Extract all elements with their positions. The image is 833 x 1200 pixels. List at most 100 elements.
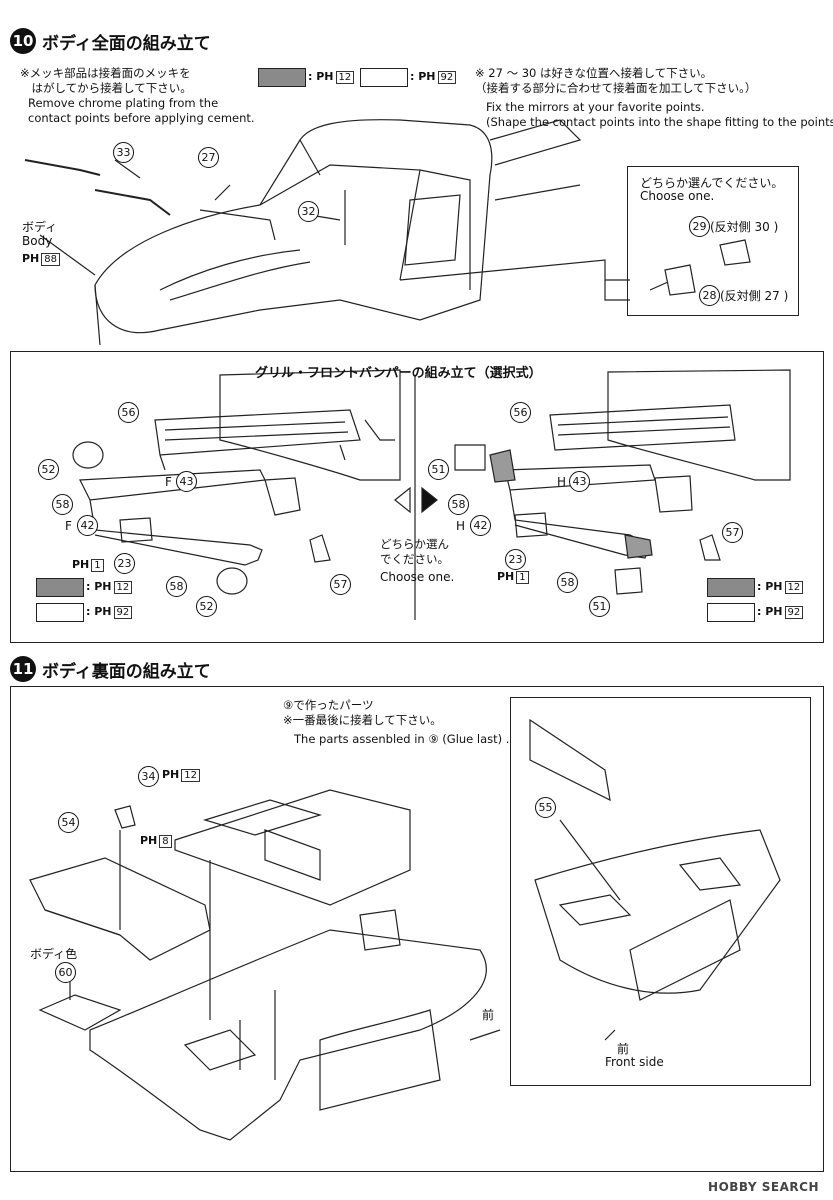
part-H-label-2: H: [456, 519, 466, 533]
part-51-a: 51: [428, 459, 449, 480]
part-51-b: 51: [589, 596, 610, 617]
front-side-label-en: Front side: [605, 1055, 664, 1069]
part-F-label-2: F: [65, 519, 72, 533]
color-code: 92: [784, 606, 804, 619]
white-color-swatch: [707, 603, 755, 622]
body-label-jp: ボディ: [22, 220, 58, 234]
front-side-label-jp: 前: [617, 1042, 630, 1056]
color-code: 12: [335, 71, 355, 84]
part-58-c: 58: [448, 494, 469, 515]
chrome-note-jp: ※メッキ部品は接着面のメッキを はがしてから接着して下さい。: [20, 66, 192, 95]
part-60: 60: [55, 962, 76, 983]
color-code: 92: [113, 606, 133, 619]
ph-prefix: PH: [140, 834, 158, 847]
part-27: 27: [198, 147, 219, 168]
color-code: 8: [159, 835, 172, 848]
gray-color-swatch: [258, 68, 306, 87]
step-number: 10: [10, 28, 36, 54]
step-number: 11: [10, 656, 36, 682]
step-11-header: 11 ボディ裏面の組み立て: [10, 656, 211, 682]
choose-jp: どちらか選んでください。: [640, 176, 784, 190]
color-code: 1: [516, 571, 529, 584]
ph-prefix: PH: [765, 605, 783, 618]
step-title: ボディ全面の組み立て: [42, 33, 211, 54]
white-color-swatch: [36, 603, 84, 622]
part-F-label: F: [165, 475, 172, 489]
color-code: 12: [784, 581, 804, 594]
mirror-a-label: (反対側 30 ): [710, 220, 779, 234]
step11-note-en: The parts assenbled in ⑨ (Glue last) .: [294, 732, 510, 746]
part-58-b: 58: [166, 576, 187, 597]
part-42-a: 42: [77, 515, 98, 536]
part-57-b: 57: [722, 522, 743, 543]
part-34: 34: [138, 766, 159, 787]
part-H-label: H: [557, 475, 567, 489]
part-42-b: 42: [470, 515, 491, 536]
part-43-b: 43: [569, 471, 590, 492]
choose2-en: Choose one.: [380, 570, 455, 584]
ph-prefix: PH: [316, 70, 334, 83]
mirror-choice-box: [627, 166, 799, 316]
part-55: 55: [535, 797, 556, 818]
ph-prefix: PH: [497, 570, 515, 583]
mirror-b-label: (反対側 27 ): [720, 289, 789, 303]
ph-prefix: PH: [22, 252, 40, 265]
step-title: ボディ裏面の組み立て: [42, 661, 211, 682]
color-code: 88: [41, 253, 61, 266]
part-23-a: 23: [114, 553, 135, 574]
mirror-note-en: Fix the mirrors at your favorite points.…: [486, 100, 833, 129]
part-57-a: 57: [330, 574, 351, 595]
step11-note-jp: ⑨で作ったパーツ ※一番最後に接着して下さい。: [283, 698, 442, 727]
gray-color-swatch: [707, 578, 755, 597]
ph-prefix: PH: [94, 605, 112, 618]
color-code: 92: [437, 71, 457, 84]
mirror-note-jp: ※ 27 ～ 30 は好きな位置へ接着して下さい。 （接着する部分に合わせて接着…: [475, 66, 757, 95]
step-10-header: 10 ボディ全面の組み立て: [10, 28, 211, 54]
part-28: 28: [699, 285, 720, 306]
front-inset-box: [510, 697, 811, 1086]
part-23-b: 23: [505, 549, 526, 570]
step-11-frame: [10, 686, 824, 1172]
choose-en: Choose one.: [640, 189, 715, 203]
part-54: 54: [58, 812, 79, 833]
part-32: 32: [298, 201, 319, 222]
part-52-a: 52: [38, 459, 59, 480]
watermark: HOBBY SEARCH: [708, 1180, 819, 1194]
body-label-en: Body: [22, 234, 53, 248]
ph-prefix: PH: [72, 558, 90, 571]
front-label-jp: 前: [482, 1008, 495, 1022]
part-52-b: 52: [196, 596, 217, 617]
ph-prefix: PH: [765, 580, 783, 593]
part-58-a: 58: [52, 494, 73, 515]
part-56-a: 56: [118, 402, 139, 423]
grille-title: グリル・フロントバンパーの組み立て（選択式）: [255, 366, 542, 381]
white-color-swatch: [360, 68, 408, 87]
part-56-b: 56: [510, 402, 531, 423]
part-43-a: 43: [176, 471, 197, 492]
part-58-d: 58: [557, 572, 578, 593]
part-33: 33: [113, 142, 134, 163]
ph-prefix: PH: [94, 580, 112, 593]
ph-prefix: PH: [162, 768, 180, 781]
ph-prefix: PH: [418, 70, 436, 83]
color-code: 12: [181, 769, 201, 782]
choose2-jp: どちらか選ん でください。: [380, 537, 449, 566]
gray-color-swatch: [36, 578, 84, 597]
body-color-label: ボディ色: [30, 947, 78, 961]
grille-assembly-box: [10, 351, 824, 643]
color-code: 1: [91, 559, 104, 572]
color-code: 12: [113, 581, 133, 594]
part-29: 29: [689, 216, 710, 237]
